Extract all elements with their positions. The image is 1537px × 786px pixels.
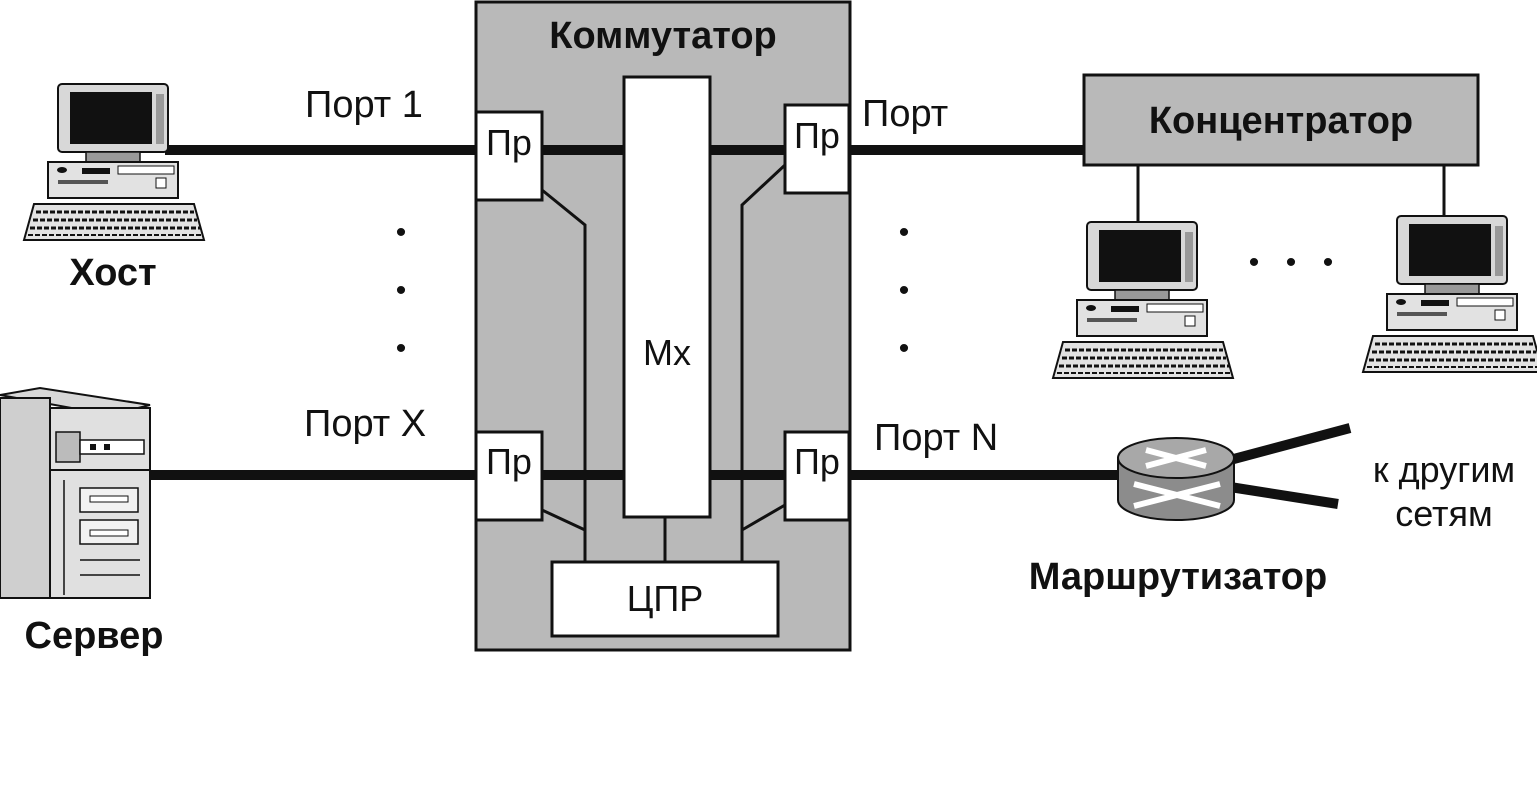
switch-title: Коммутатор (549, 15, 777, 57)
external-links (148, 145, 1446, 509)
svg-text:•: • (396, 274, 407, 307)
cpu-block (550, 560, 780, 638)
hub-client-computer-icon (1051, 220, 1235, 380)
svg-text:•: • (396, 216, 407, 249)
server-label: Сервер (25, 615, 164, 657)
proc-top-left-label: Пр (486, 122, 532, 163)
svg-text:•: • (1286, 246, 1297, 279)
mux-block (622, 75, 712, 519)
proc-bottom-right (783, 430, 851, 522)
hub-label: Концентратор (1149, 100, 1413, 142)
hub-box (1082, 73, 1480, 167)
proc-top-right-label: Пр (794, 115, 840, 156)
hub-client-computer-icon (1361, 214, 1537, 374)
other-networks-line1: к другим (1373, 449, 1515, 490)
mux-label: Мх (643, 332, 691, 373)
proc-top-right (783, 103, 851, 195)
hub-ellipsis: • • • (1249, 246, 1334, 279)
server-icon (0, 386, 151, 599)
port-1-label: Порт 1 (305, 84, 423, 126)
svg-text:•: • (1249, 246, 1260, 279)
proc-top-left (474, 110, 544, 202)
router-icon (1117, 437, 1235, 521)
left-ellipsis: • • • (396, 216, 407, 365)
host-label: Хост (69, 252, 156, 294)
svg-text:•: • (1323, 246, 1334, 279)
svg-text:•: • (899, 332, 910, 365)
svg-text:•: • (899, 274, 910, 307)
port-n-label: Порт N (874, 417, 998, 459)
svg-text:•: • (899, 216, 910, 249)
right-ellipsis: • • • (899, 216, 910, 365)
router-label: Маршрутизатор (1029, 556, 1327, 598)
port-x-label: Порт X (304, 403, 426, 445)
proc-bottom-left (474, 430, 544, 522)
svg-text:•: • (396, 332, 407, 365)
proc-bottom-left-label: Пр (486, 441, 532, 482)
port-right-label: Порт (862, 93, 948, 135)
proc-bottom-right-label: Пр (794, 441, 840, 482)
other-networks-line2: сетям (1395, 493, 1493, 534)
host-computer-icon (22, 82, 206, 242)
cpu-label: ЦПР (627, 578, 704, 619)
internal-wiring (541, 145, 787, 562)
